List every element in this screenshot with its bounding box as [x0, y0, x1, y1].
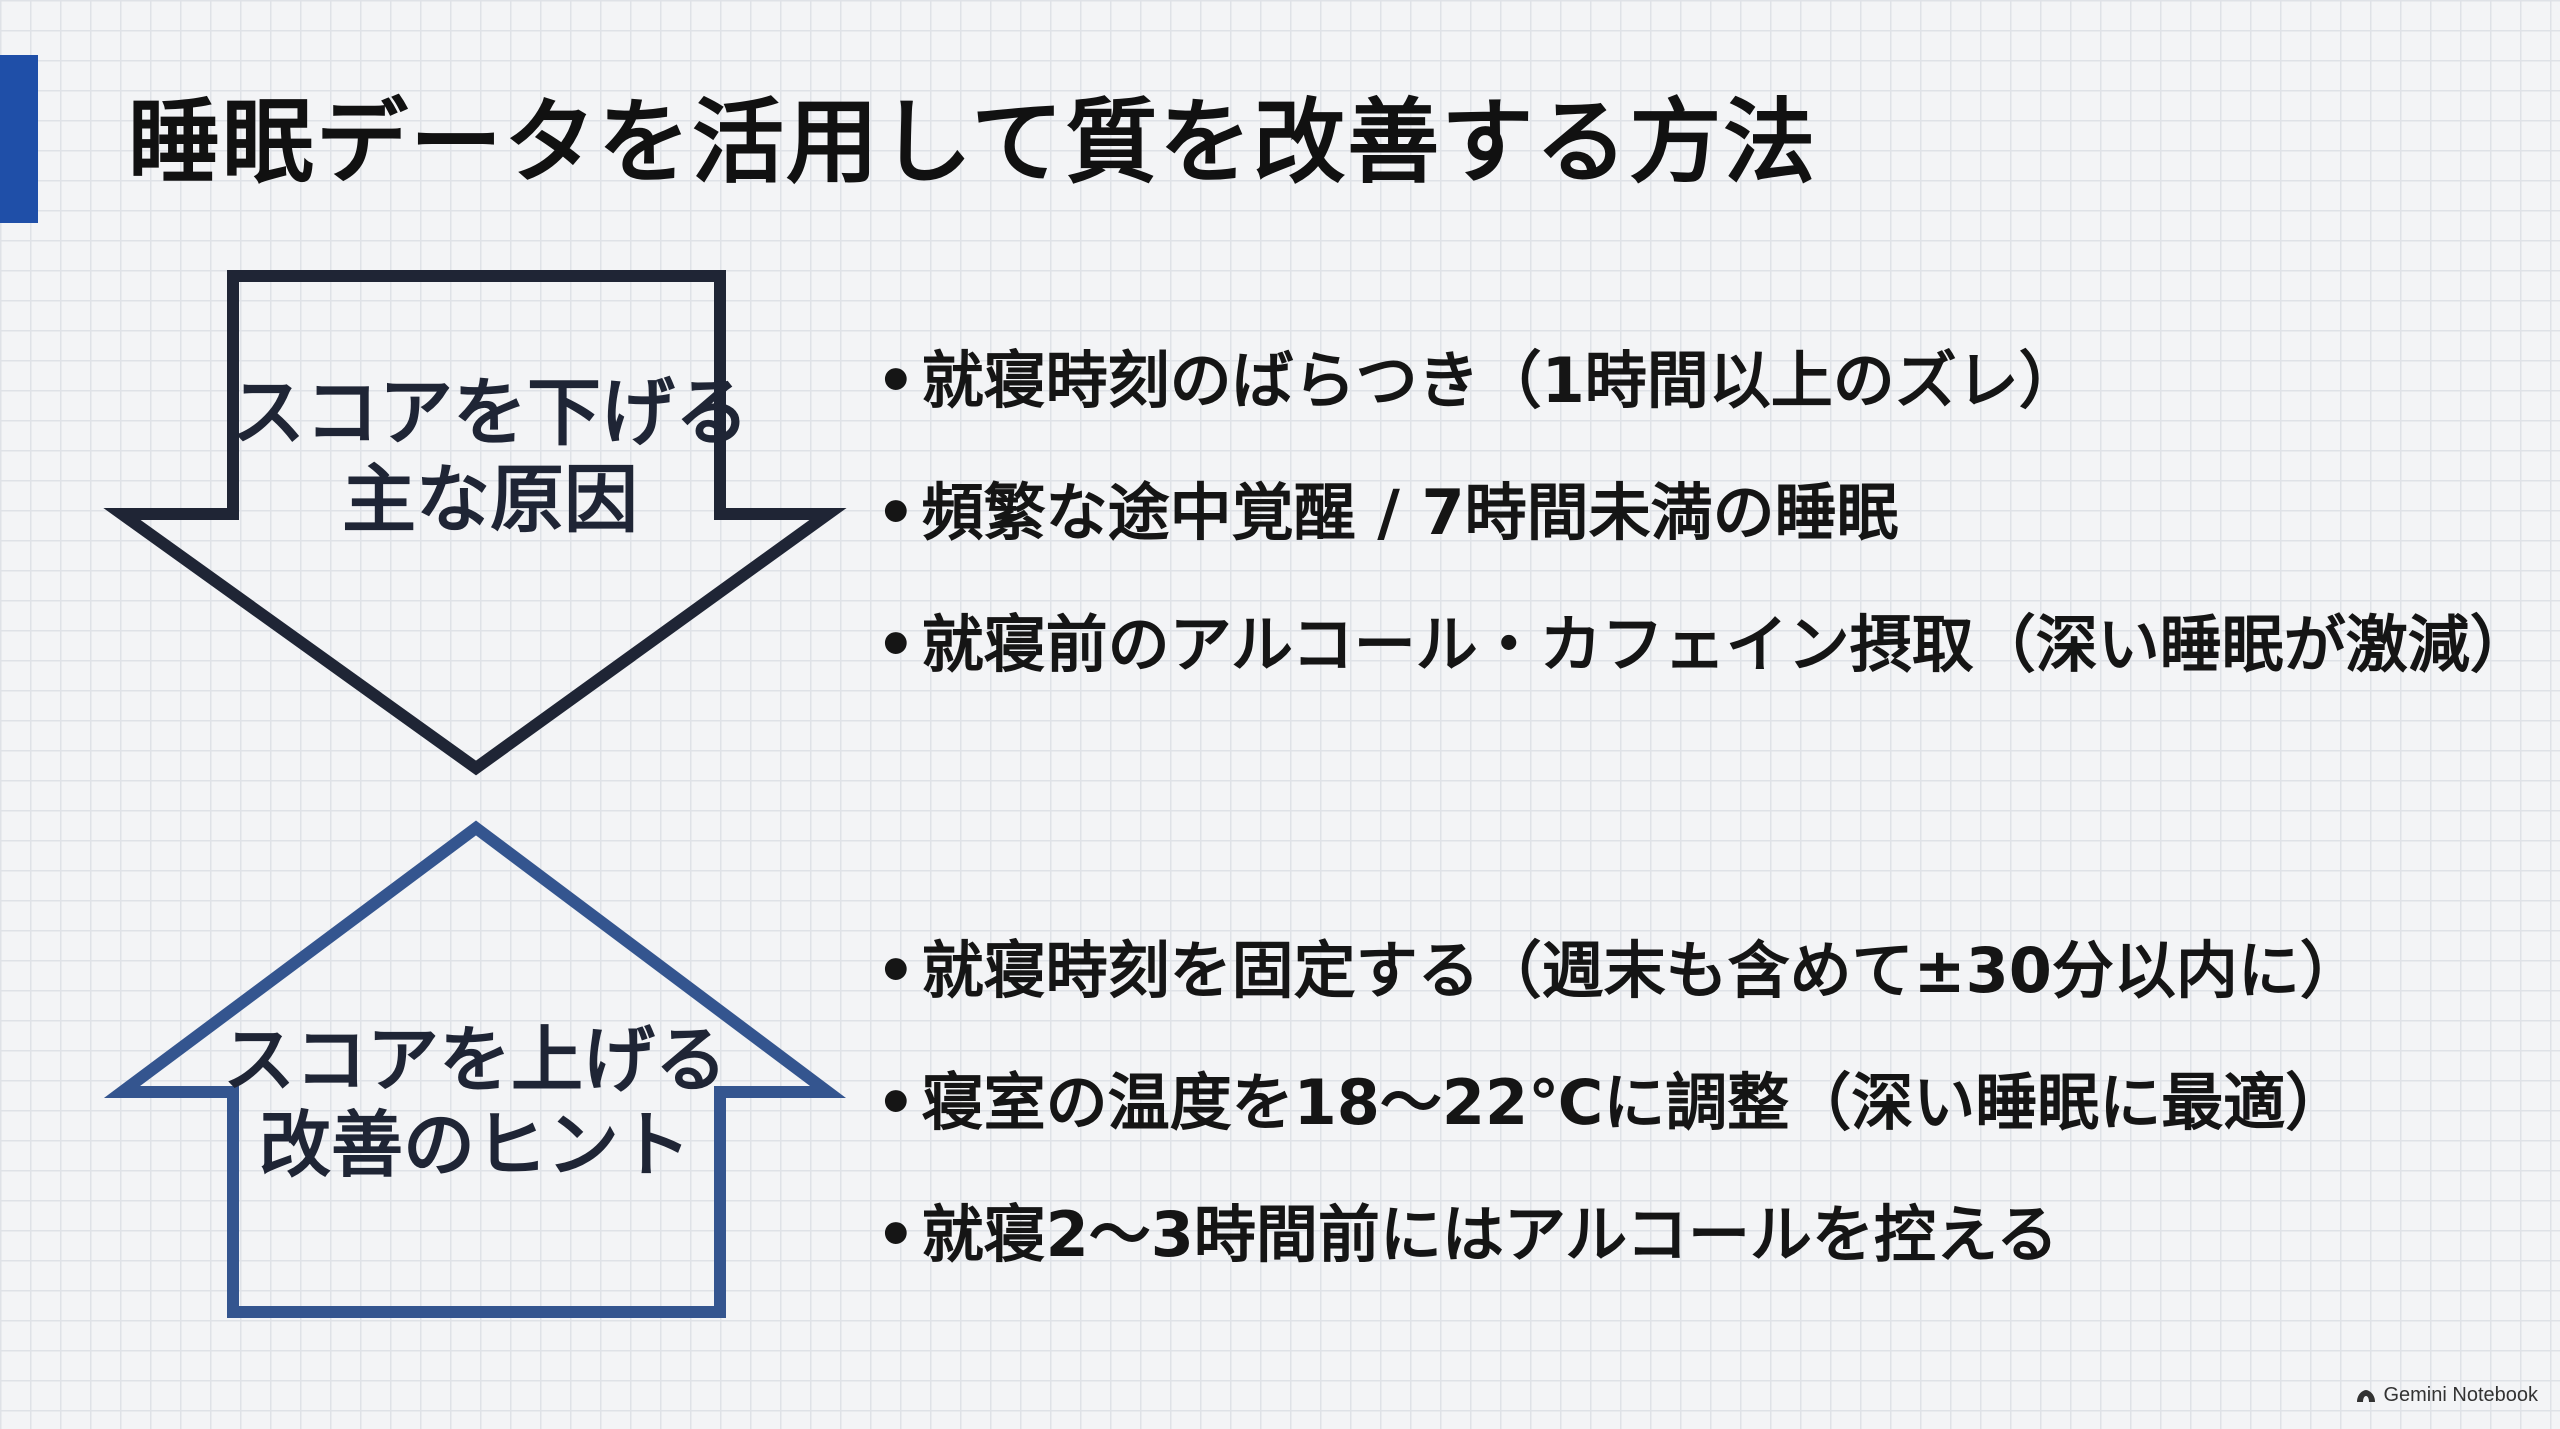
- tips-label-line1: スコアを上げる: [222, 1018, 727, 1102]
- cause-item-text: 頻繁な途中覚醒 / 7時間未満の睡眠: [921, 476, 1899, 549]
- causes-list: •就寝時刻のばらつき（1時間以上のズレ） •頻繁な途中覚醒 / 7時間未満の睡眠…: [876, 315, 2532, 711]
- bullet-dot: •: [876, 476, 916, 549]
- down-arrow-shape: [103, 270, 847, 776]
- bullet-dot: •: [876, 934, 916, 1007]
- tip-item-text: 就寝時刻を固定する（週末も含めて±30分以内に）: [921, 934, 2362, 1007]
- title-accent-bar: [0, 55, 38, 223]
- tip-item: •就寝時刻を固定する（週末も含めて±30分以内に）: [876, 905, 2362, 1037]
- bullet-dot: •: [876, 1198, 916, 1271]
- brand-name: Gemini Notebook: [2383, 1384, 2538, 1406]
- causes-label: スコアを下げる 主な原因: [190, 370, 790, 545]
- tip-item: •寝室の温度を18〜22℃に調整（深い睡眠に最適）: [876, 1037, 2362, 1169]
- bullet-dot: •: [876, 608, 916, 681]
- up-arrow-shape: [103, 820, 846, 1318]
- page-title: 睡眠データを活用して質を改善する方法: [128, 89, 1818, 196]
- brand-watermark: Gemini Notebook: [2356, 1384, 2538, 1407]
- cause-item-text: 就寝前のアルコール・カフェイン摂取（深い睡眠が激減）: [921, 608, 2532, 681]
- tip-item-text: 就寝2〜3時間前にはアルコールを控える: [921, 1198, 2059, 1271]
- tip-item: •就寝2〜3時間前にはアルコールを控える: [876, 1169, 2362, 1301]
- bullet-dot: •: [876, 344, 916, 417]
- cause-item-text: 就寝時刻のばらつき（1時間以上のズレ）: [921, 344, 2081, 417]
- bullet-dot: •: [876, 1066, 916, 1139]
- cause-item: •就寝時刻のばらつき（1時間以上のズレ）: [876, 315, 2532, 447]
- causes-label-line1: スコアを下げる: [231, 370, 749, 456]
- tips-label-line2: 改善のヒント: [258, 1102, 691, 1187]
- causes-label-line2: 主な原因: [342, 457, 638, 544]
- cause-item: •就寝前のアルコール・カフェイン摂取（深い睡眠が激減）: [876, 579, 2532, 711]
- tips-list: •就寝時刻を固定する（週末も含めて±30分以内に） •寝室の温度を18〜22℃に…: [876, 905, 2362, 1301]
- cause-item: •頻繁な途中覚醒 / 7時間未満の睡眠: [876, 447, 2532, 579]
- tips-label: スコアを上げる 改善のヒント: [190, 1018, 760, 1188]
- tip-item-text: 寝室の温度を18〜22℃に調整（深い睡眠に最適）: [921, 1066, 2348, 1139]
- gemini-notebook-logo-icon: [2357, 1389, 2376, 1402]
